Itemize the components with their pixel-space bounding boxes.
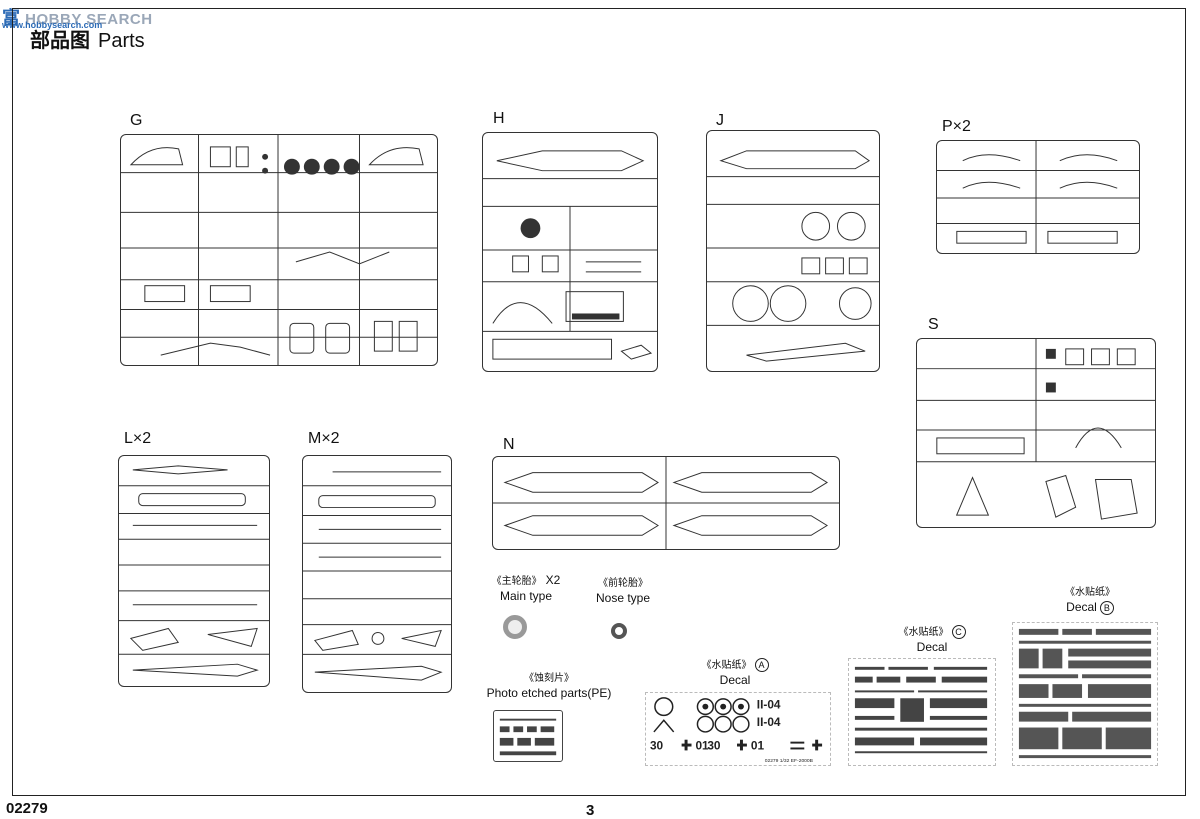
sprue-label-s: S: [928, 316, 939, 333]
sprue-label-m: M×2: [308, 430, 340, 447]
decal-a-code-3: 30: [650, 740, 664, 753]
sprue-j: [706, 130, 880, 372]
sprue-label-n: N: [503, 436, 515, 453]
nose-tire-icon: [611, 623, 627, 639]
sprue-label-l: L×2: [124, 430, 152, 447]
decal-a-code-2: II-04: [757, 716, 781, 729]
pe-fret-drawing: [499, 718, 557, 756]
page-title-en: Parts: [98, 30, 145, 52]
sprue-m: [302, 455, 452, 693]
sprue-l-drawing: [119, 465, 269, 677]
sprue-h: [482, 132, 658, 372]
page-title-cn: 部品图: [30, 30, 90, 52]
sprue-label-p: P×2: [942, 118, 971, 135]
nose-tire-en: Nose type: [595, 591, 651, 605]
pe-fret: [493, 710, 563, 762]
watermark: 富 HOBBY SEARCH www.hobbysearch.com: [2, 4, 153, 30]
decal-c-drawing: [854, 666, 988, 754]
decal-c-caption: 《水贴纸》C Decal: [892, 624, 972, 655]
main-tire-cn: 《主轮胎》: [491, 576, 542, 587]
nose-tire-caption: 《前轮胎》 Nose type: [588, 575, 658, 606]
main-tire-multiplier: X2: [545, 573, 561, 587]
watermark-glyph: 富: [2, 8, 21, 28]
sprue-label-j: J: [716, 112, 724, 129]
page-title: 部品图 Parts: [30, 24, 145, 53]
decal-a-drawing: II-04 II-04 30 01 30 01 02279 1/32 EF-20…: [650, 697, 823, 764]
decal-a-code-4: 01: [695, 740, 709, 753]
decal-a-code-1: II-04: [757, 699, 781, 712]
sprue-g: [120, 134, 438, 366]
sprue-m-drawing: [303, 471, 451, 681]
main-tire-caption: 《主轮胎》X2 Main type: [486, 573, 566, 604]
decal-c-cn: 《水贴纸》: [898, 627, 949, 638]
footer-product-code: 02279: [6, 800, 48, 817]
decal-b-en: Decal: [1066, 600, 1097, 614]
watermark-url: www.hobbysearch.com: [2, 20, 103, 30]
decal-a-en: Decal: [719, 673, 751, 687]
decal-a-code-5: 30: [707, 740, 721, 753]
sprue-label-h: H: [493, 110, 505, 127]
sprue-p-drawing: [937, 141, 1139, 253]
decal-b-drawing: [1018, 628, 1152, 759]
pe-en: Photo etched parts(PE): [486, 686, 612, 700]
decal-c-en: Decal: [916, 640, 948, 654]
main-tire-en: Main type: [499, 589, 553, 603]
watermark-text: HOBBY SEARCH: [25, 11, 153, 28]
pe-cn: 《蚀刻片》: [524, 673, 574, 684]
sprue-h-drawing: [483, 150, 657, 360]
footer-page-number: 3: [586, 802, 595, 819]
nose-tire-cn: 《前轮胎》: [598, 578, 648, 589]
page-frame: [12, 8, 1186, 796]
sprue-n-drawing: [493, 457, 839, 549]
decal-c-letter: C: [951, 625, 966, 639]
sprue-g-drawing: [121, 135, 437, 365]
sprue-label-g: G: [130, 112, 143, 129]
decal-sheet-c: [848, 658, 996, 766]
decal-sheet-a: II-04 II-04 30 01 30 01 02279 1/32 EF-20…: [645, 692, 831, 766]
sprue-s: [916, 338, 1156, 528]
sprue-n: [492, 456, 840, 550]
decal-a-letter: A: [754, 658, 769, 672]
sprue-p: [936, 140, 1140, 254]
decal-a-caption: 《水贴纸》A Decal: [700, 657, 770, 688]
sprue-j-drawing: [707, 150, 879, 362]
decal-a-code-6: 01: [751, 740, 765, 753]
sprue-s-drawing: [917, 339, 1155, 520]
main-tire-icon: [503, 615, 527, 639]
decal-a-sheet-text: 02279 1/32 EF-2000B: [765, 758, 813, 764]
sprue-l: [118, 455, 270, 687]
decal-b-letter: B: [1099, 601, 1114, 615]
decal-a-cn: 《水贴纸》: [701, 660, 752, 671]
decal-b-cn: 《水贴纸》: [1065, 587, 1115, 598]
pe-caption: 《蚀刻片》 Photo etched parts(PE): [484, 670, 614, 701]
decal-sheet-b: [1012, 622, 1158, 766]
